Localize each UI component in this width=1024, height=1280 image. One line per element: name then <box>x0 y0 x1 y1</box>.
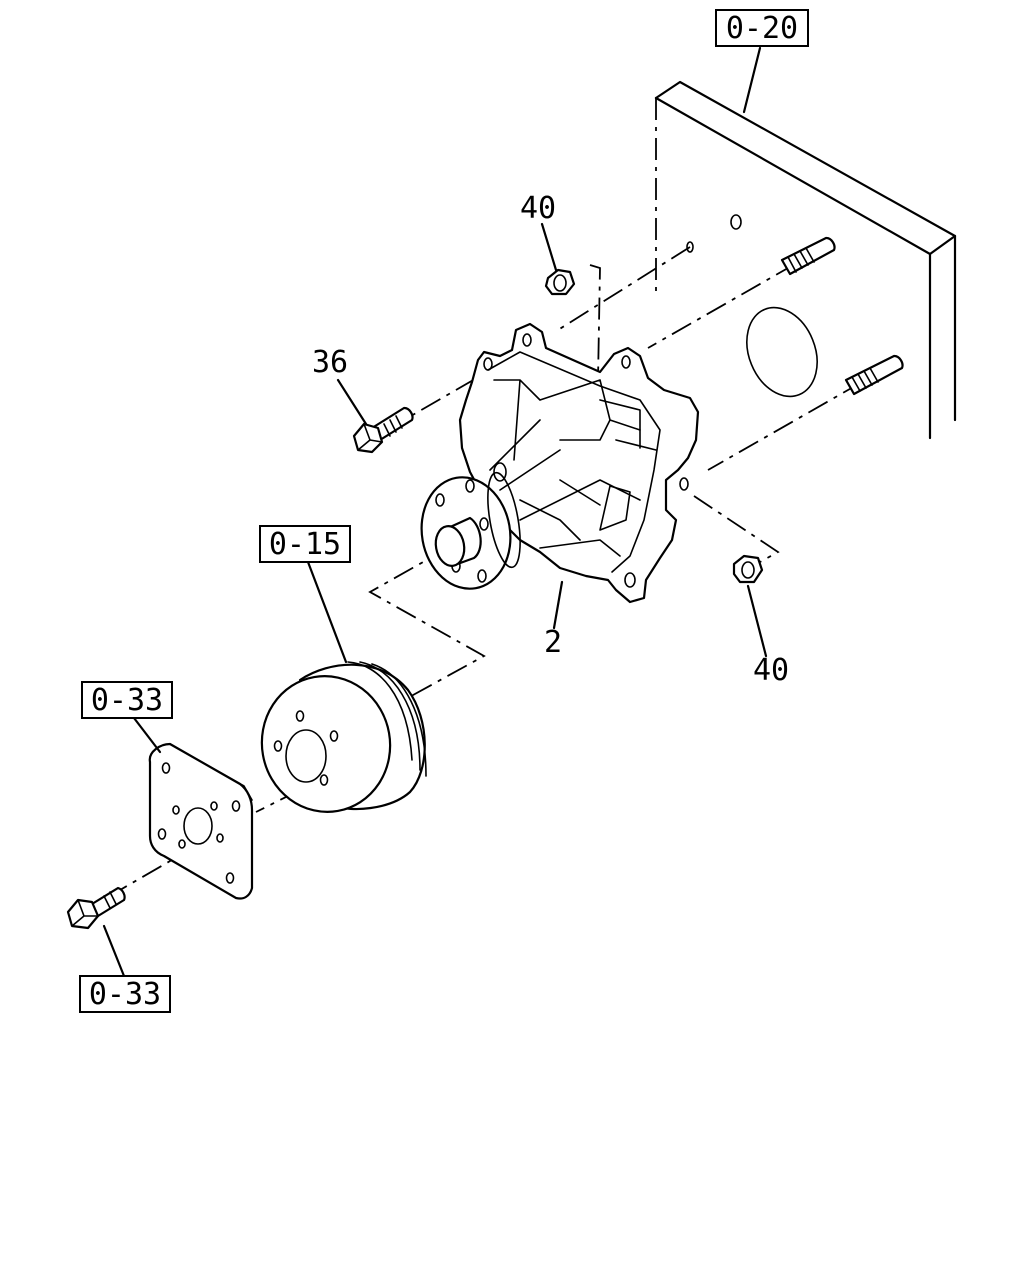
engine-block-plate <box>654 80 957 440</box>
part-number-2: 2 <box>544 625 562 660</box>
bolt-pulley <box>66 886 126 930</box>
callout-0-15: 0-15 <box>259 525 351 563</box>
callout-text-0-33-plate: 0-33 <box>91 683 163 718</box>
stud-lower <box>844 354 904 396</box>
bolt-36 <box>352 406 414 454</box>
nut-top <box>544 268 576 296</box>
part-number-36: 36 <box>312 345 348 380</box>
callout-0-33-bolt: 0-33 <box>79 975 171 1013</box>
callout-text-0-20: 0-20 <box>726 11 798 46</box>
callout-0-20: 0-20 <box>715 9 809 47</box>
stud-upper <box>780 236 836 276</box>
part-number-40-top: 40 <box>520 191 556 226</box>
callout-text-0-33-bolt: 0-33 <box>89 977 161 1012</box>
water-pump <box>420 322 700 604</box>
callout-text-0-15: 0-15 <box>269 527 341 562</box>
spacer-plate <box>148 742 254 900</box>
nut-bottom <box>732 554 764 584</box>
leader-lines <box>102 46 768 978</box>
pulley <box>260 661 427 813</box>
callout-0-33-plate: 0-33 <box>81 681 173 719</box>
part-number-40-bottom: 40 <box>753 653 789 688</box>
